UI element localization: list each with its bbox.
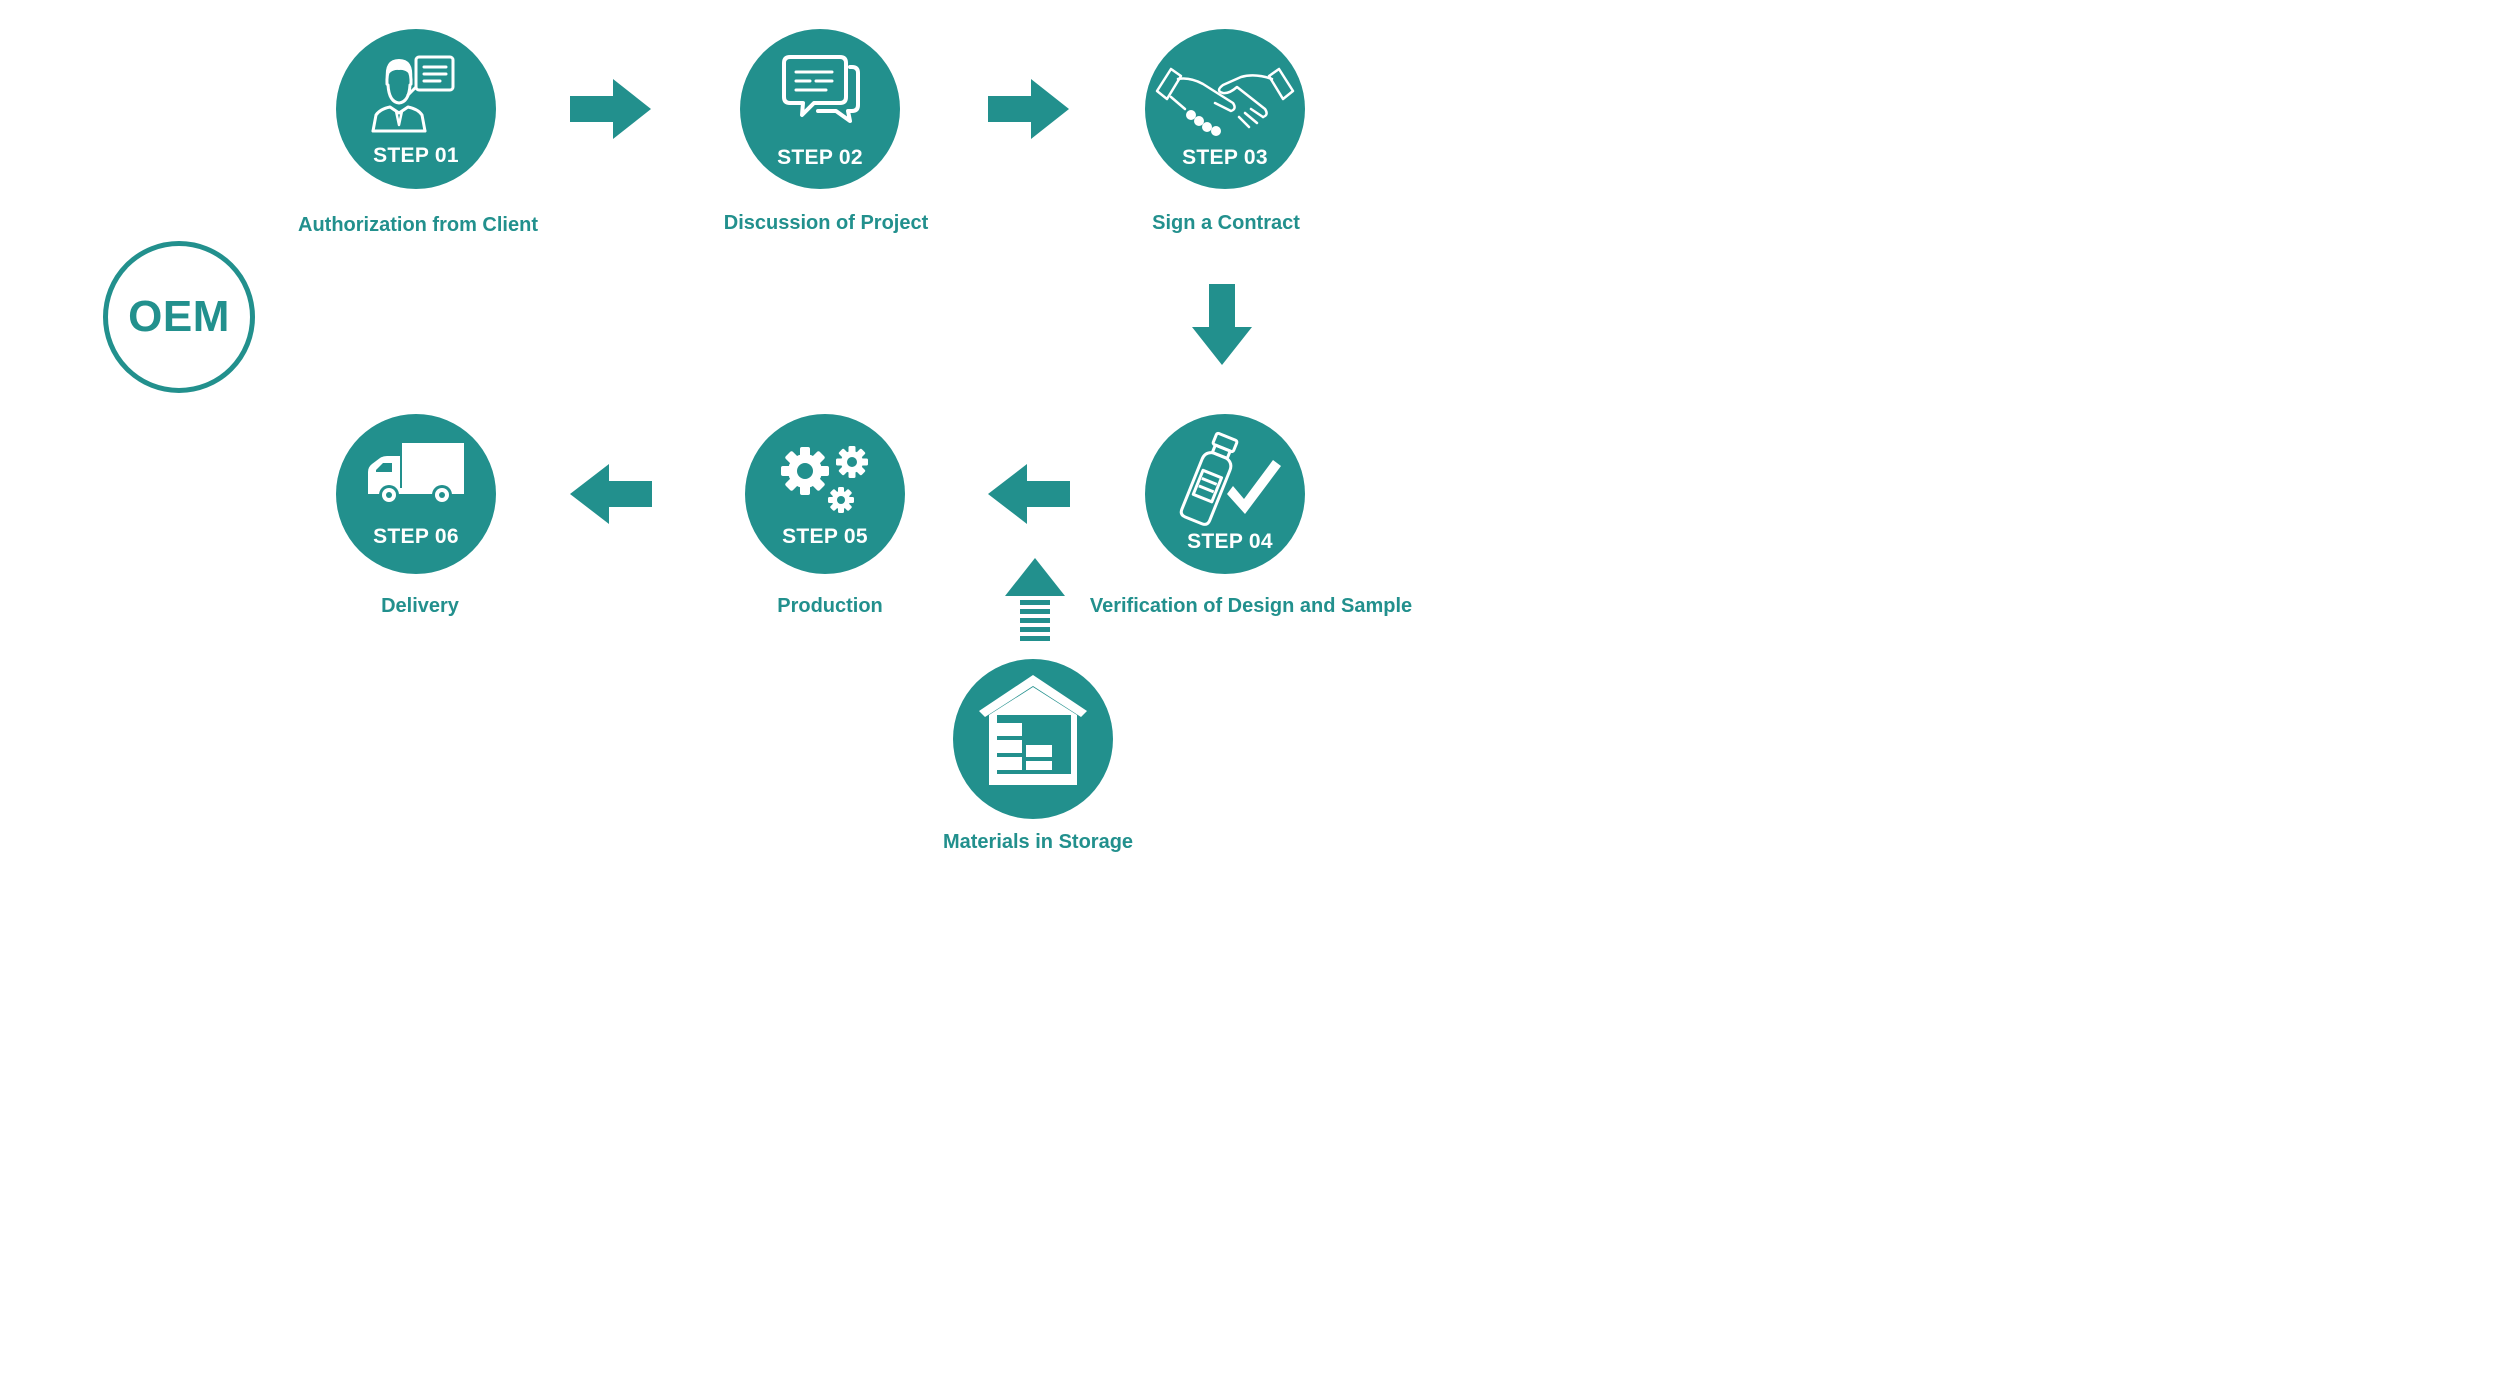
step-1-caption: Authorization from Client — [298, 214, 538, 236]
step-5-caption: Production — [777, 595, 883, 617]
step-5-circle: STEP 05 — [745, 414, 905, 574]
step-2-label: STEP 02 — [777, 146, 863, 169]
warehouse-icon — [979, 675, 1087, 785]
step-4-circle: STEP 04 — [1145, 414, 1305, 574]
arrow-step5-to-step6 — [570, 464, 652, 524]
arrow-step3-to-step4 — [1192, 284, 1252, 365]
storage-caption: Materials in Storage — [942, 831, 1134, 853]
truck-icon — [368, 443, 464, 505]
step-3-caption: Sign a Contract — [1152, 212, 1300, 234]
arrow-step4-to-step5 — [988, 464, 1070, 524]
step-2-caption: Discussion of Project — [723, 212, 929, 234]
bottle-check-icon — [1179, 431, 1281, 526]
oem-label: OEM — [128, 292, 230, 341]
step-1-circle: STEP 01 — [336, 29, 496, 189]
step-4-label: STEP 04 — [1187, 530, 1273, 553]
step-6-circle: STEP 06 — [336, 414, 496, 574]
chat-bubbles-icon — [782, 55, 860, 123]
step-1-label: STEP 01 — [373, 144, 459, 167]
oem-badge: OEM — [103, 241, 255, 393]
gears-icon — [781, 446, 868, 513]
arrow-storage-to-production — [1005, 558, 1065, 641]
arrow-step2-to-step3 — [988, 79, 1069, 139]
step-3-label: STEP 03 — [1182, 146, 1268, 169]
step-3-circle: STEP 03 — [1145, 29, 1305, 189]
storage-circle — [953, 659, 1113, 819]
arrow-step1-to-step2 — [570, 79, 651, 139]
handshake-icon — [1155, 67, 1295, 136]
step-6-label: STEP 06 — [373, 525, 459, 548]
step-6-caption: Delivery — [381, 595, 459, 617]
consultant-presentation-icon — [371, 55, 455, 133]
step-5-label: STEP 05 — [782, 525, 868, 548]
step-4-caption: Verification of Design and Sample — [1089, 595, 1413, 617]
step-2-circle: STEP 02 — [740, 29, 900, 189]
